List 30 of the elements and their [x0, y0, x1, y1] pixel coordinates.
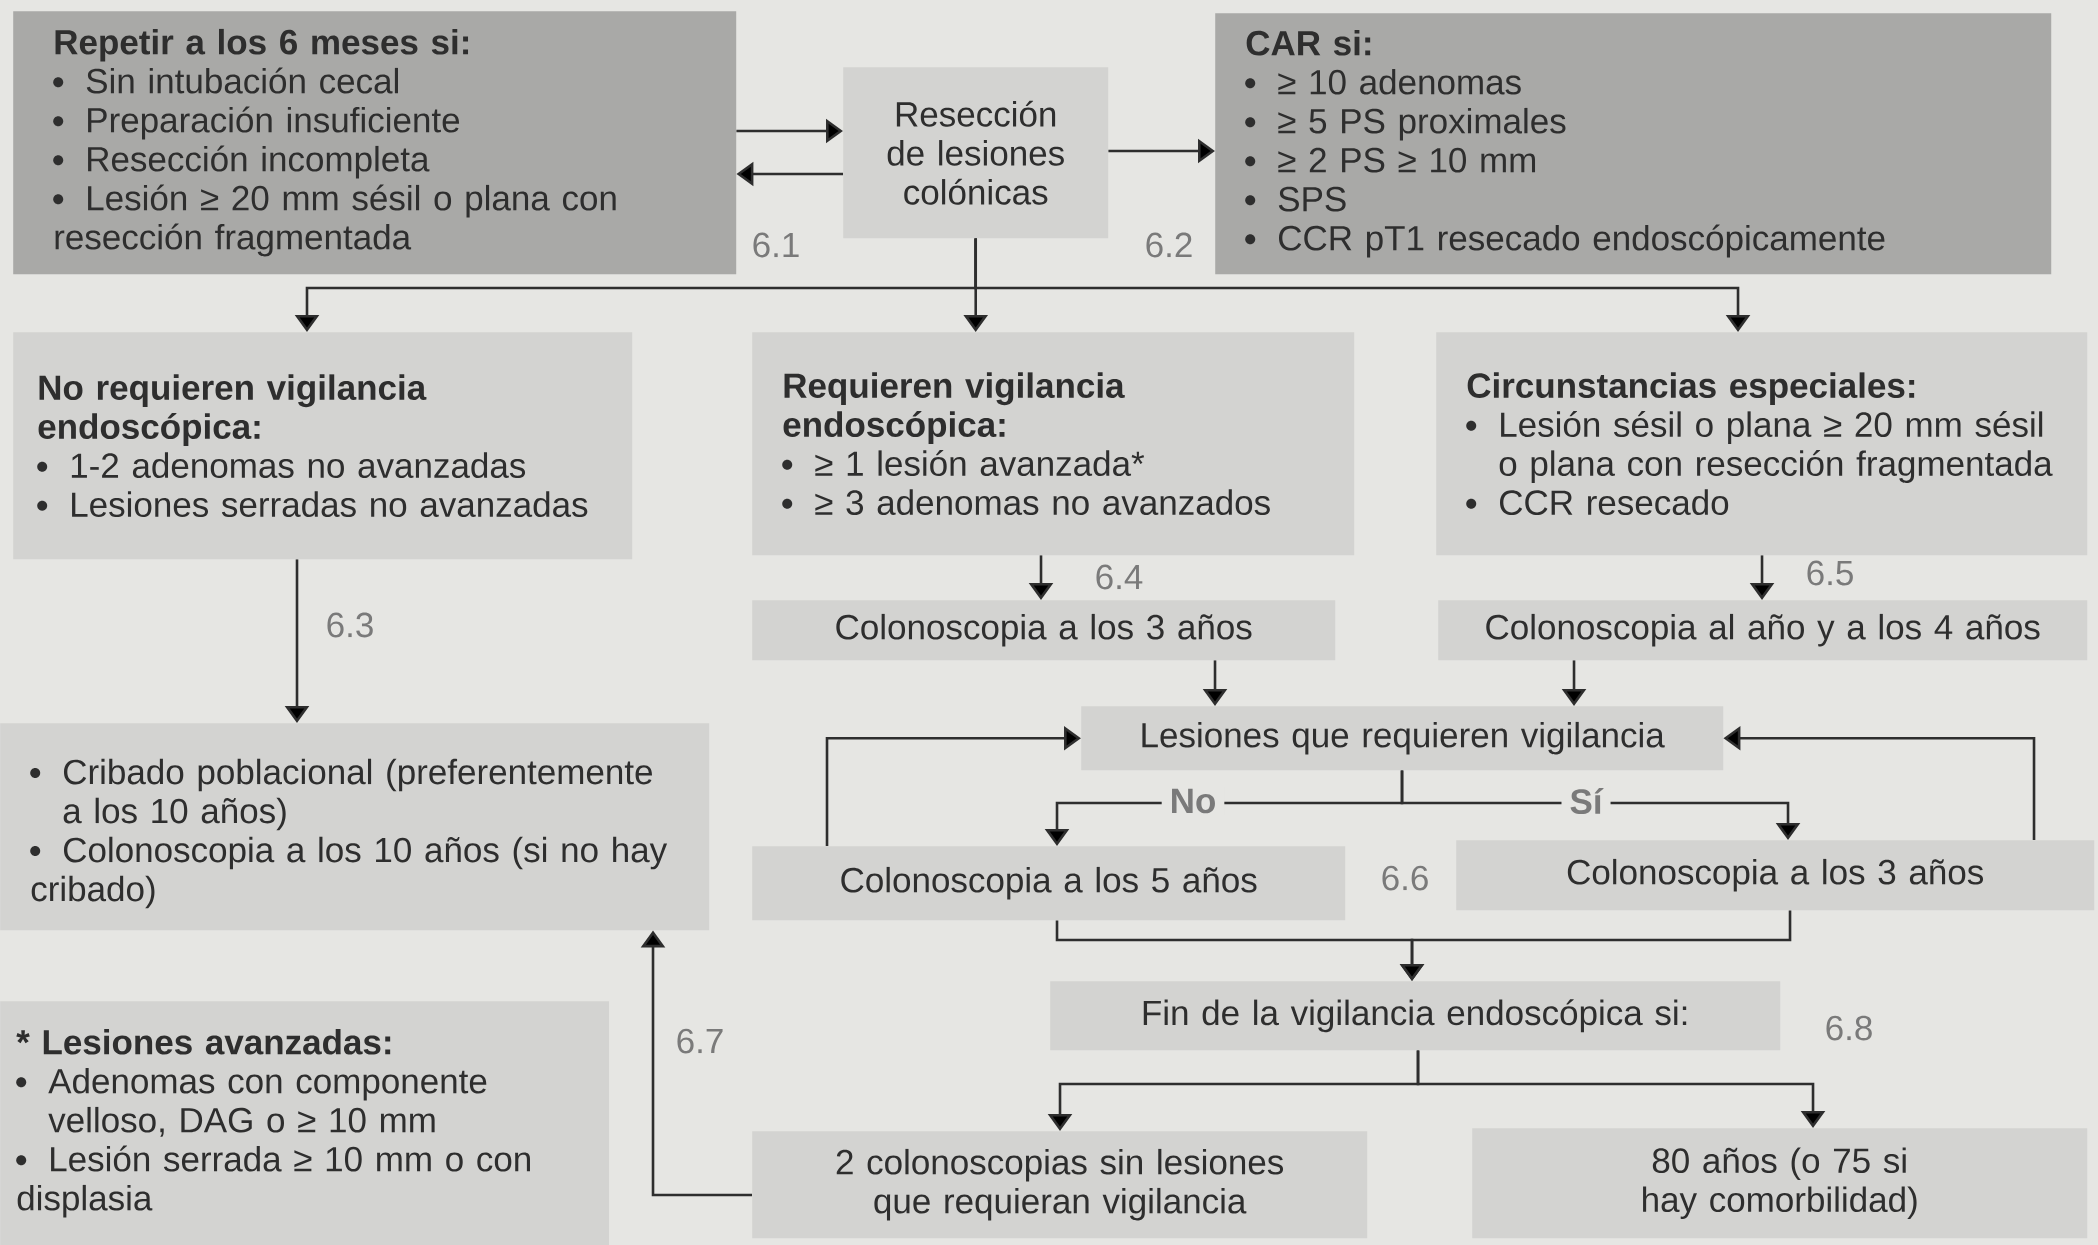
process-box: Colonoscopia al año y a los 4 años	[1438, 600, 2088, 661]
process-box: Resección de lesiones colónicas	[843, 67, 1109, 239]
process-box: Fin de la vigilancia endoscópica si:	[1050, 981, 1781, 1051]
step-number: 6.4	[1096, 564, 1143, 590]
process-box: Requieren vigilancia endoscópica: ≥ 1 lesión avanzada* ≥ 3 adenomas no avanzados	[752, 332, 1355, 556]
process-box: Repetir a los 6 meses si: Sin intubación cecal Preparación insuficiente Resección incompleta Lesión ≥ 20 mm sésil o plana con resección fragmentada	[13, 11, 737, 275]
process-box: * Lesiones avanzadas: Adenomas con componente velloso, DAG o ≥ 10 mm Lesión serrada ≥ 10 mm o con displasia	[0, 1001, 610, 1245]
process-box: 80 años (o 75 si hay comorbilidad)	[1472, 1128, 2088, 1239]
arrow	[825, 725, 1081, 846]
step-number: 6.1	[753, 232, 799, 258]
process-box: Cribado poblacional (preferentemente a los 10 años) Colonoscopia a los 10 años (si no hay cribado)	[0, 723, 710, 931]
arrow	[1416, 1050, 1826, 1128]
process-box: Colonoscopia a los 5 años	[752, 846, 1346, 921]
process-box: 2 colonoscopias sin lesiones que requieran vigilancia	[752, 1131, 1368, 1239]
arrow	[1400, 770, 1801, 840]
process-box: Circunstancias especiales: Lesión sésil o plana ≥ 20 mm sésil o plana con resección fragmentada CCR resecado	[1436, 332, 2088, 556]
edge-label: Sí	[1561, 786, 1611, 816]
edge-label: No	[1161, 786, 1225, 816]
step-number: 6.7	[677, 1028, 723, 1054]
step-number: 6.6	[1382, 865, 1428, 891]
arrow	[974, 238, 1751, 332]
step-number: 6.8	[1826, 1015, 1872, 1041]
step-number: 6.5	[1807, 560, 1853, 586]
step-number: 6.2	[1146, 232, 1192, 258]
process-box: Colonoscopia a los 3 años	[752, 600, 1336, 661]
process-box: Colonoscopia a los 3 años	[1456, 840, 2095, 911]
process-box: No requieren vigilancia endoscópica: 1-2 adenomas no avanzadas Lesiones serradas no avanzadas	[13, 332, 633, 560]
step-number: 6.3	[327, 612, 373, 638]
process-box: CAR si: ≥ 10 adenomas ≥ 5 PS proximales ≥ 2 PS ≥ 10 mm SPS CCR pT1 resecado endoscópicamente	[1215, 13, 2052, 275]
process-box: Lesiones que requieren vigilancia	[1081, 706, 1724, 771]
